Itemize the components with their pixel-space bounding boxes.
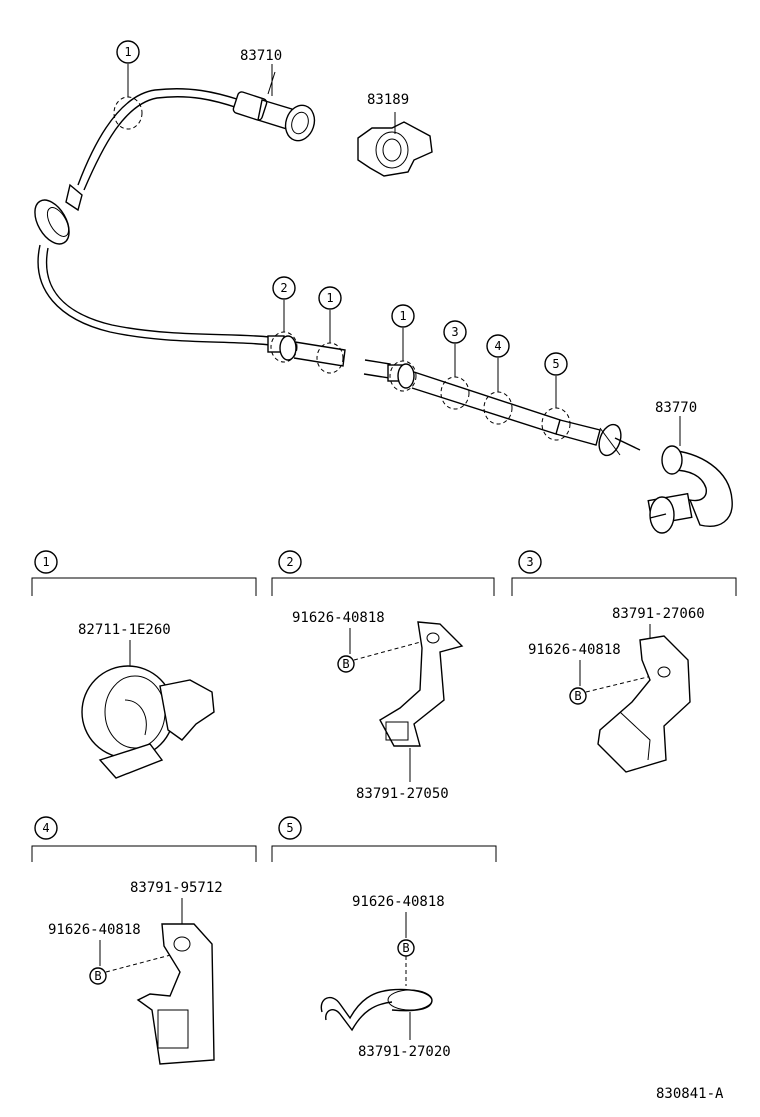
section-4-number: 4 xyxy=(42,821,49,835)
part-82711-1E260: 82711-1E260 xyxy=(78,622,171,638)
part-91626-40818-s4: 91626-40818 xyxy=(48,922,141,938)
section-1: 1 82711-1E260 xyxy=(31,550,257,779)
part-91626-40818-s3: 91626-40818 xyxy=(528,642,621,658)
bolt-marker-s3: B xyxy=(574,689,581,703)
section-4: 4 83791-95712 91626-40818 B xyxy=(31,816,257,1065)
section-2: 2 91626-40818 B 83791-27050 xyxy=(271,550,495,802)
diagram-code: 830841-A xyxy=(656,1086,724,1102)
section-2-number: 2 xyxy=(286,555,293,569)
part-83791-27050: 83791-27050 xyxy=(356,786,449,802)
cable-clip-drawing xyxy=(357,112,433,177)
bolt-marker-s2: B xyxy=(342,657,349,671)
part-91626-40818-s5: 91626-40818 xyxy=(352,894,445,910)
section-3: 3 83791-27060 91626-40818 B xyxy=(511,550,737,773)
marker-3: 3 xyxy=(451,325,458,339)
part-83791-27020: 83791-27020 xyxy=(358,1044,451,1060)
lower-cable-drawing xyxy=(647,416,733,534)
label-83710: 83710 xyxy=(240,48,282,64)
bolt-marker-s5: B xyxy=(402,941,409,955)
label-83189: 83189 xyxy=(367,92,409,108)
bolt-marker-s4: B xyxy=(94,969,101,983)
marker-1-right: 1 xyxy=(399,309,406,323)
speedometer-cable-assembly xyxy=(34,64,641,457)
part-83791-27060: 83791-27060 xyxy=(612,606,705,622)
marker-1-top: 1 xyxy=(124,45,131,59)
part-83791-95712: 83791-95712 xyxy=(130,880,223,896)
section-3-number: 3 xyxy=(526,555,533,569)
section-5-number: 5 xyxy=(286,821,293,835)
main-markers: 1 2 1 1 3 4 5 xyxy=(116,40,568,376)
section-5: 5 91626-40818 B 83791-27020 xyxy=(271,816,497,1060)
marker-1-mid: 1 xyxy=(326,291,333,305)
label-83770: 83770 xyxy=(655,400,697,416)
marker-2: 2 xyxy=(280,281,287,295)
section-1-number: 1 xyxy=(42,555,49,569)
marker-4: 4 xyxy=(494,339,501,353)
part-91626-40818-s2: 91626-40818 xyxy=(292,610,385,626)
marker-5: 5 xyxy=(552,357,559,371)
